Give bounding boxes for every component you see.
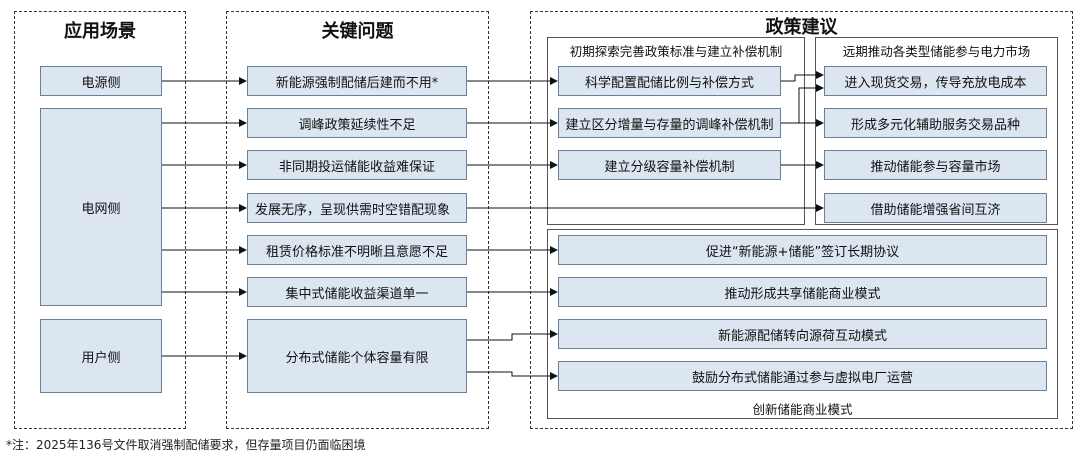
early-group: [547, 37, 805, 225]
scenario-supply-side: 电源侧: [40, 66, 162, 96]
issue-lease-price: 租赁价格标准不明晰且意愿不足: [247, 235, 467, 265]
policies-title: 政策建议: [765, 17, 838, 38]
policy-ancillary-services: 形成多元化辅助服务交易品种: [824, 108, 1047, 138]
policy-shared-storage: 推动形成共享储能商业模式: [558, 277, 1047, 307]
policy-interprovincial: 借助储能增强省间互济: [824, 193, 1047, 223]
policy-long-term-agreement: 促进“新能源+储能”签订长期协议: [558, 235, 1047, 265]
arrow-peak-to-spot: [781, 84, 824, 124]
issues-title: 关键问题: [321, 21, 394, 42]
issue-peak-policy: 调峰政策延续性不足: [247, 108, 467, 138]
business-group-title: 创新储能商业模式: [752, 402, 853, 417]
arrow-issue7-to-interaction: [467, 330, 558, 341]
policy-virtual-power-plant: 鼓励分布式储能通过参与虚拟电厂运营: [558, 361, 1047, 391]
business-group: [547, 229, 1058, 419]
policy-capacity-market: 推动储能参与容量市场: [824, 150, 1047, 180]
policies-column: [530, 11, 1073, 429]
issue-disordered-development: 发展无序，呈现供需时空错配现象: [247, 193, 467, 223]
scenario-user-side: 用户侧: [40, 319, 162, 393]
long-term-group: [815, 37, 1058, 225]
policy-peak-compensation: 建立区分增量与存量的调峰补偿机制: [558, 108, 781, 138]
issue-revenue-guarantee: 非同期投运储能收益难保证: [247, 150, 467, 180]
arrow-issue7-to-vpp: [467, 371, 558, 380]
issue-forced-storage: 新能源强制配储后建而不用*: [247, 66, 467, 96]
arrow-ratio-to-spot: [781, 71, 824, 82]
policy-capacity-compensation: 建立分级容量补偿机制: [558, 150, 781, 180]
policy-spot-trading: 进入现货交易，传导充放电成本: [824, 66, 1047, 96]
scenarios-title: 应用场景: [64, 21, 136, 42]
issues-column: [226, 11, 489, 429]
issue-single-revenue: 集中式储能收益渠道单一: [247, 277, 467, 307]
issue-distributed-capacity: 分布式储能个体容量有限: [247, 319, 467, 393]
footnote: *注：2025年136号文件取消强制配储要求，但存量项目仍面临困境: [6, 438, 366, 452]
policy-source-load-interaction: 新能源配储转向源荷互动模式: [558, 319, 1047, 349]
long-term-group-title: 远期推动各类型储能参与电力市场: [842, 44, 1031, 59]
scenario-grid-side: 电网侧: [40, 108, 162, 306]
early-group-title: 初期探索完善政策标准与建立补偿机制: [569, 44, 783, 59]
scenarios-column: [14, 11, 186, 429]
policy-storage-ratio: 科学配置配储比例与补偿方式: [558, 66, 781, 96]
